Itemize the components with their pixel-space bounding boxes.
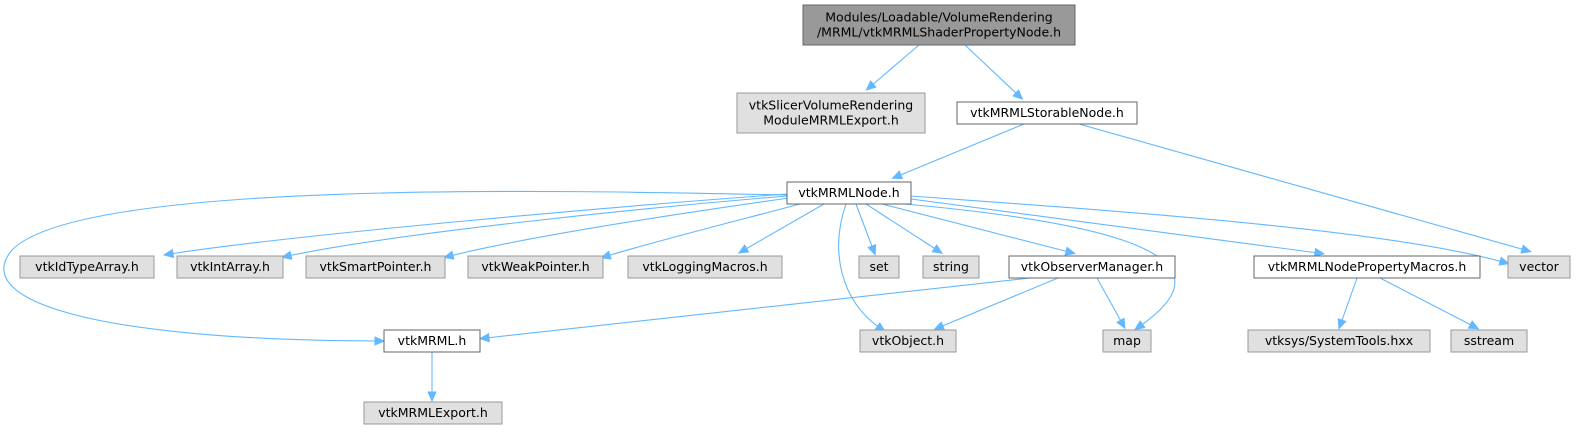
node-box xyxy=(786,181,912,205)
node-label: vtkObject.h xyxy=(872,333,944,348)
edge-observer-to-map xyxy=(1096,277,1126,330)
node-label: vtkSlicerVolumeRendering xyxy=(749,98,913,113)
edge-mrml-to-mrmlexport xyxy=(427,352,437,403)
node-label: vtkMRMLNode.h xyxy=(798,185,899,200)
nodes-layer: Modules/Loadable/VolumeRendering/MRML/vt… xyxy=(19,4,1571,425)
node-label: vtkMRML.h xyxy=(398,333,467,348)
node-mrml[interactable]: vtkMRML.h xyxy=(383,329,481,353)
node-label: Modules/Loadable/VolumeRendering xyxy=(825,10,1052,25)
edge-node-to-mrml xyxy=(3,190,788,346)
node-vector: vector xyxy=(1507,255,1571,279)
edge-node-to-observer xyxy=(881,203,1077,256)
node-label: map xyxy=(1113,333,1141,348)
node-box xyxy=(1507,255,1571,279)
node-logging: vtkLoggingMacros.h xyxy=(627,255,783,279)
edge-node-to-string xyxy=(865,203,944,254)
node-object: vtkObject.h xyxy=(859,329,957,353)
node-node[interactable]: vtkMRMLNode.h xyxy=(786,181,912,205)
node-box xyxy=(19,255,155,279)
node-label: vtkWeakPointer.h xyxy=(481,259,589,274)
edge-storable-to-vector xyxy=(1078,123,1532,254)
edge-root-to-export xyxy=(865,44,920,91)
node-mrmlexport: vtkMRMLExport.h xyxy=(363,401,503,425)
node-idtype: vtkIdTypeArray.h xyxy=(19,255,155,279)
node-box xyxy=(859,329,957,353)
edge-node-to-intarray xyxy=(280,195,788,260)
node-box xyxy=(802,4,1076,46)
node-box xyxy=(1247,329,1431,353)
edge-observer-to-object xyxy=(933,277,1059,331)
node-box xyxy=(1450,329,1528,353)
node-label: vtkMRMLExport.h xyxy=(378,405,488,420)
edge-observer-to-mrml xyxy=(478,277,1031,343)
edge-node-to-propmacros xyxy=(910,198,1326,258)
node-label: ModuleMRMLExport.h xyxy=(763,113,899,128)
node-box xyxy=(1102,329,1152,353)
node-box xyxy=(858,255,900,279)
node-box xyxy=(922,255,980,279)
node-root: Modules/Loadable/VolumeRendering/MRML/vt… xyxy=(802,4,1076,46)
node-label: vtkSmartPointer.h xyxy=(320,259,432,274)
node-box xyxy=(736,92,926,134)
node-box xyxy=(956,101,1138,125)
node-box xyxy=(176,255,284,279)
node-label: sstream xyxy=(1464,333,1514,348)
node-intarray: vtkIntArray.h xyxy=(176,255,284,279)
node-observer[interactable]: vtkObserverManager.h xyxy=(1008,255,1176,279)
node-label: vtkMRMLStorableNode.h xyxy=(970,105,1124,120)
edge-root-to-storable xyxy=(964,44,1024,100)
node-box xyxy=(363,401,503,425)
node-set: set xyxy=(858,255,900,279)
edge-node-to-logging xyxy=(737,203,825,254)
node-label: /MRML/vtkMRMLShaderPropertyNode.h xyxy=(817,25,1061,40)
node-label: string xyxy=(933,259,969,274)
node-label: vtkIntArray.h xyxy=(190,259,270,274)
edge-node-to-smartptr xyxy=(442,197,790,260)
node-smartptr: vtkSmartPointer.h xyxy=(305,255,446,279)
node-box xyxy=(627,255,783,279)
node-label: vtksys/SystemTools.hxx xyxy=(1265,333,1413,348)
edge-node-to-map xyxy=(904,203,1176,331)
edge-node-to-vector xyxy=(910,195,1510,266)
node-label: vector xyxy=(1519,259,1560,274)
node-export: vtkSlicerVolumeRenderingModuleMRMLExport… xyxy=(736,92,926,134)
node-box xyxy=(305,255,446,279)
edge-propmacros-to-sstream xyxy=(1379,277,1480,330)
node-systools: vtksys/SystemTools.hxx xyxy=(1247,329,1431,353)
node-map: map xyxy=(1102,329,1152,353)
node-box xyxy=(383,329,481,353)
edges-layer xyxy=(3,44,1532,403)
node-storable[interactable]: vtkMRMLStorableNode.h xyxy=(956,101,1138,125)
node-label: vtkObserverManager.h xyxy=(1021,259,1163,274)
node-propmacros[interactable]: vtkMRMLNodePropertyMacros.h xyxy=(1253,255,1481,279)
edge-propmacros-to-systools xyxy=(1337,277,1358,330)
node-box xyxy=(467,255,604,279)
node-string: string xyxy=(922,255,980,279)
node-weakptr: vtkWeakPointer.h xyxy=(467,255,604,279)
node-box xyxy=(1008,255,1176,279)
edge-node-to-set xyxy=(855,203,877,256)
edge-storable-to-node xyxy=(891,123,1025,180)
node-label: vtkLoggingMacros.h xyxy=(642,259,767,274)
node-sstream: sstream xyxy=(1450,329,1528,353)
edge-node-to-weakptr xyxy=(600,203,801,260)
node-label: vtkMRMLNodePropertyMacros.h xyxy=(1268,259,1467,274)
node-box xyxy=(1253,255,1481,279)
edge-node-to-idtype xyxy=(162,193,788,259)
node-label: vtkIdTypeArray.h xyxy=(35,259,139,274)
node-label: set xyxy=(869,259,888,274)
